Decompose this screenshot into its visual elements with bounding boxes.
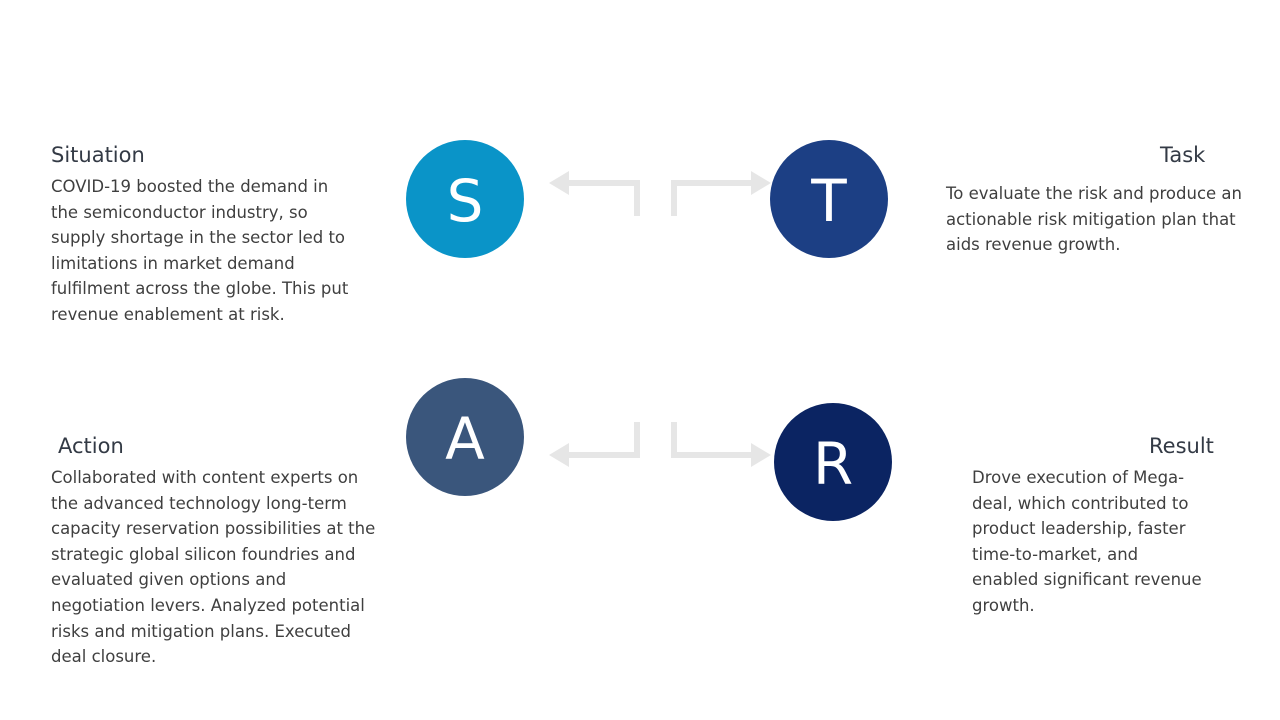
action-description: Collaborated with content experts on the… (51, 465, 396, 670)
situation-circle: S (406, 140, 524, 258)
result-circle: R (774, 403, 892, 521)
result-line: growth. (972, 595, 1035, 615)
arrowhead-result (751, 443, 771, 467)
task-line: To evaluate the risk and produce an (946, 184, 1242, 203)
task-circle: T (770, 140, 888, 258)
situation-line: supply shortage in the sector led to (51, 228, 346, 248)
situation-line: revenue enablement at risk. (51, 304, 285, 324)
task-letter: T (811, 167, 847, 235)
task-line: actionable risk mitigation plan that (946, 209, 1236, 229)
action-line: Collaborated with content experts on (51, 468, 359, 487)
action-letter: A (445, 405, 485, 473)
action-line: negotiation levers. Analyzed potential (51, 595, 365, 615)
result-line: deal, which contributed to (972, 493, 1189, 513)
arrow-to-task (671, 180, 754, 216)
result-line: Drove execution of Mega- (972, 468, 1185, 487)
arrow-to-action (566, 422, 640, 458)
action-line: strategic global silicon foundries and (51, 544, 356, 564)
action-line: the advanced technology long-term (51, 493, 347, 513)
arrowhead-situation (549, 171, 569, 195)
task-line: aids revenue growth. (946, 235, 1121, 255)
situation-line: the semiconductor industry, so (51, 202, 308, 222)
result-line: enabled significant revenue (972, 570, 1202, 590)
action-heading: Action (58, 434, 124, 458)
action-line: risks and mitigation plans. Executed (51, 621, 351, 641)
task-description: To evaluate the risk and produce an acti… (946, 181, 1266, 258)
result-heading: Result (1149, 434, 1214, 458)
situation-letter: S (446, 167, 484, 235)
result-letter: R (812, 430, 854, 498)
action-line: deal closure. (51, 647, 157, 667)
result-line: time-to-market, and (972, 544, 1139, 564)
situation-line: fulfilment across the globe. This put (51, 279, 349, 299)
situation-line: COVID-19 boosted the demand in (51, 177, 329, 196)
situation-description: COVID-19 boosted the demand in the semic… (51, 174, 381, 328)
result-description: Drove execution of Mega- deal, which con… (972, 465, 1232, 619)
action-line: evaluated given options and (51, 570, 287, 590)
result-line: product leadership, faster (972, 519, 1186, 539)
situation-line: limitations in market demand (51, 253, 295, 273)
arrow-to-result (671, 422, 754, 458)
task-heading: Task (1160, 143, 1206, 167)
situation-heading: Situation (51, 143, 145, 167)
arrow-to-situation (566, 180, 640, 216)
action-circle: A (406, 378, 524, 496)
arrowhead-task (751, 171, 771, 195)
action-line: capacity reservation possibilities at th… (51, 519, 376, 539)
arrowhead-action (549, 443, 569, 467)
